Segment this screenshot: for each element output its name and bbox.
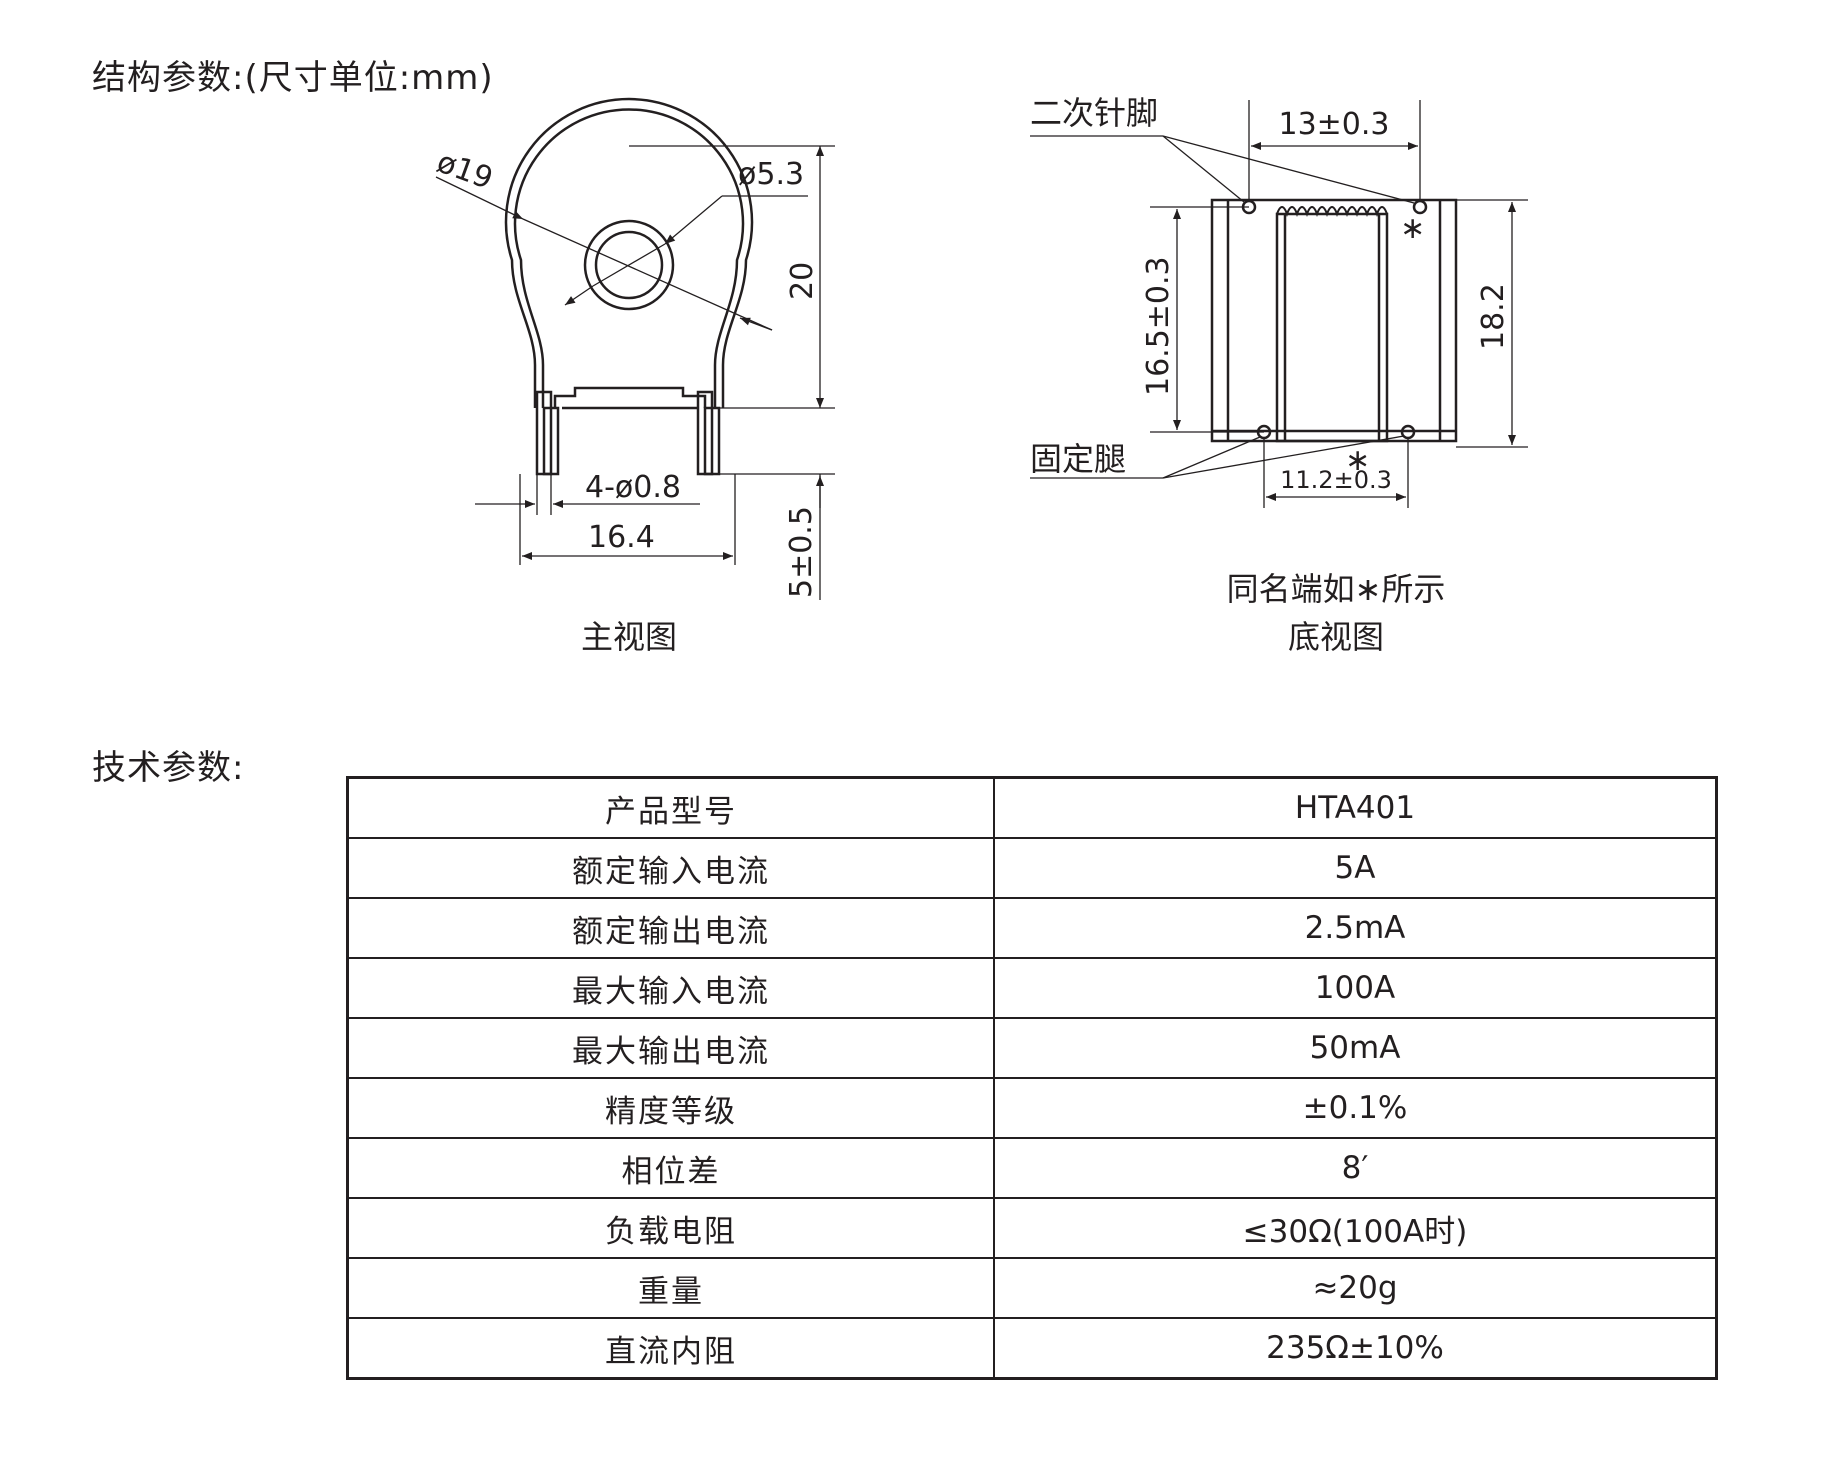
spec-value: 2.5mA	[993, 897, 1718, 959]
dim-pin-to-leg: 16.5±0.3	[1141, 256, 1176, 396]
spec-value: ≤30Ω(100A时)	[993, 1197, 1718, 1259]
spec-param: 最大输入电流	[346, 957, 995, 1019]
table-row: 精度等级 ±0.1%	[346, 1077, 1718, 1139]
spec-value: 8′	[993, 1137, 1718, 1199]
spec-param: 相位差	[346, 1137, 995, 1199]
center-hole-inner	[594, 230, 664, 300]
spec-value: 5A	[993, 837, 1718, 899]
spec-value: 50mA	[993, 1017, 1718, 1079]
front-body-outline	[504, 97, 754, 408]
table-row: 重量 ≈20g	[346, 1257, 1718, 1319]
tech-heading: 技术参数:	[92, 748, 245, 788]
bottom-core	[1275, 212, 1389, 443]
spec-param: 额定输出电流	[346, 897, 995, 959]
spec-value: 235Ω±10%	[993, 1317, 1718, 1380]
bottom-view-labels: 二次针脚 13±0.3 ∗ ∗ 16.5±0.3 18.2 固定腿 11.2±0…	[1030, 94, 1511, 656]
polarity-note: 同名端如∗所示	[1227, 570, 1446, 608]
dim-pin-length: 5±0.5	[784, 506, 819, 598]
table-row: 最大输入电流 100A	[346, 957, 1718, 1019]
bottom-view-caption: 底视图	[1288, 618, 1384, 656]
dim-width-16-4: 16.4	[588, 520, 655, 555]
spec-table: 产品型号 HTA401 额定输入电流 5A 额定输出电流 2.5mA 最大输入电…	[346, 776, 1718, 1380]
spec-param: 重量	[346, 1257, 995, 1319]
label-secondary-pins: 二次针脚	[1030, 94, 1158, 132]
spec-param: 精度等级	[346, 1077, 995, 1139]
spec-value: HTA401	[993, 776, 1718, 839]
dim-pin-spacing: 13±0.3	[1278, 107, 1389, 142]
dimension-drawings: ø19 ø5.3 20 4-ø0.8 16.4 5±0.5 主视图	[432, 94, 1528, 656]
table-row: 额定输出电流 2.5mA	[346, 897, 1718, 959]
polarity-star-top: ∗	[1400, 211, 1425, 246]
dim-height-18-2: 18.2	[1476, 283, 1511, 350]
front-base-bridge	[553, 386, 707, 408]
dim-outer-diameter: ø19	[432, 145, 497, 197]
spec-value: ≈20g	[993, 1257, 1718, 1319]
dim-pins: 4-ø0.8	[585, 470, 681, 505]
table-row: 负载电阻 ≤30Ω(100A时)	[346, 1197, 1718, 1259]
secondary-coil	[1276, 206, 1388, 217]
table-row: 直流内阻 235Ω±10%	[346, 1317, 1718, 1380]
structure-heading: 结构参数:(尺寸单位:mm)	[92, 58, 494, 98]
bottom-view	[1210, 198, 1458, 443]
table-row: 额定输入电流 5A	[346, 837, 1718, 899]
front-view-labels: ø19 ø5.3 20 4-ø0.8 16.4 5±0.5 主视图	[432, 145, 820, 656]
spec-param: 直流内阻	[346, 1317, 995, 1380]
spec-param: 额定输入电流	[346, 837, 995, 899]
spec-param: 最大输出电流	[346, 1017, 995, 1079]
spec-param: 产品型号	[346, 776, 995, 839]
front-view-caption: 主视图	[581, 618, 677, 656]
bottom-view-dimensions	[1030, 100, 1528, 508]
secondary-pin-right	[1412, 199, 1428, 215]
table-row: 相位差 8′	[346, 1137, 1718, 1199]
spec-value: ±0.1%	[993, 1077, 1718, 1139]
table-row: 最大输出电流 50mA	[346, 1017, 1718, 1079]
dim-height-20: 20	[785, 262, 820, 300]
dim-hole-diameter: ø5.3	[738, 157, 804, 192]
label-fixing-legs: 固定腿	[1030, 440, 1126, 478]
spec-value: 100A	[993, 957, 1718, 1019]
front-view	[504, 97, 754, 476]
table-row: 产品型号 HTA401	[346, 776, 1718, 839]
front-view-dimensions	[435, 145, 835, 600]
dim-leg-spacing: 11.2±0.3	[1280, 466, 1392, 494]
center-hole-outer	[583, 219, 675, 311]
polarity-star-bottom: ∗	[1345, 443, 1370, 478]
front-body-inner-outline	[513, 108, 745, 408]
spec-param: 负载电阻	[346, 1197, 995, 1259]
